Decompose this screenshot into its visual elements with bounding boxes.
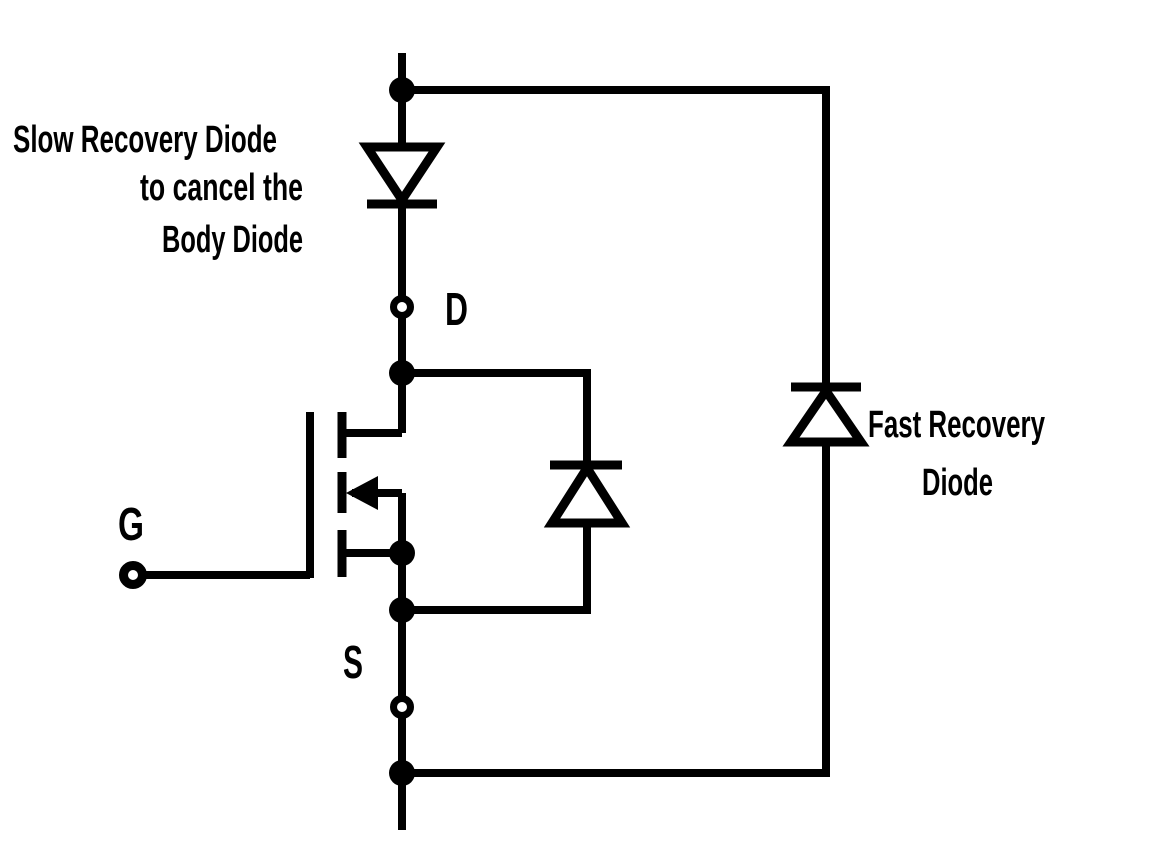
wire-top-rail (402, 86, 830, 383)
wire-bottom-rail (402, 442, 830, 777)
fast-diode-triangle (782, 383, 870, 447)
slow-diode-caption-line1: Slow Recovery Diode (13, 119, 277, 161)
junction-dot-drain (389, 360, 415, 386)
junction-dot-source-bar (389, 540, 415, 566)
slow-recovery-diode-symbol (358, 142, 446, 209)
fast-recovery-diode-symbol (782, 382, 870, 447)
gate-terminal-node (119, 561, 147, 589)
slow-diode-triangle (358, 142, 446, 209)
captions: Slow Recovery Diode to cancel the Body D… (13, 119, 1045, 688)
wire-body-diode-top (402, 369, 591, 462)
source-terminal-node (390, 695, 414, 719)
junction-dot-body-return (389, 597, 415, 623)
source-terminal-label: S (343, 636, 363, 688)
fast-diode-caption-line1: Fast Recovery (868, 404, 1045, 446)
junction-dots (389, 77, 415, 786)
gate-terminal-label: G (118, 498, 144, 550)
junction-dot-top (389, 77, 415, 103)
drain-terminal-node (390, 295, 414, 319)
mosfet-body-arrow-icon (346, 476, 378, 510)
body-diode-symbol (543, 459, 631, 528)
wire-body-diode-bottom (402, 523, 591, 614)
slow-diode-caption-line2: to cancel the (140, 167, 303, 209)
body-diode-triangle (543, 459, 631, 528)
junction-dot-bottom (389, 760, 415, 786)
terminal-nodes (119, 295, 414, 719)
slow-diode-caption-line3: Body Diode (162, 219, 303, 261)
mosfet-symbol (306, 412, 378, 578)
drain-terminal-label: D (445, 283, 468, 335)
fast-diode-caption-line2: Diode (922, 462, 993, 504)
